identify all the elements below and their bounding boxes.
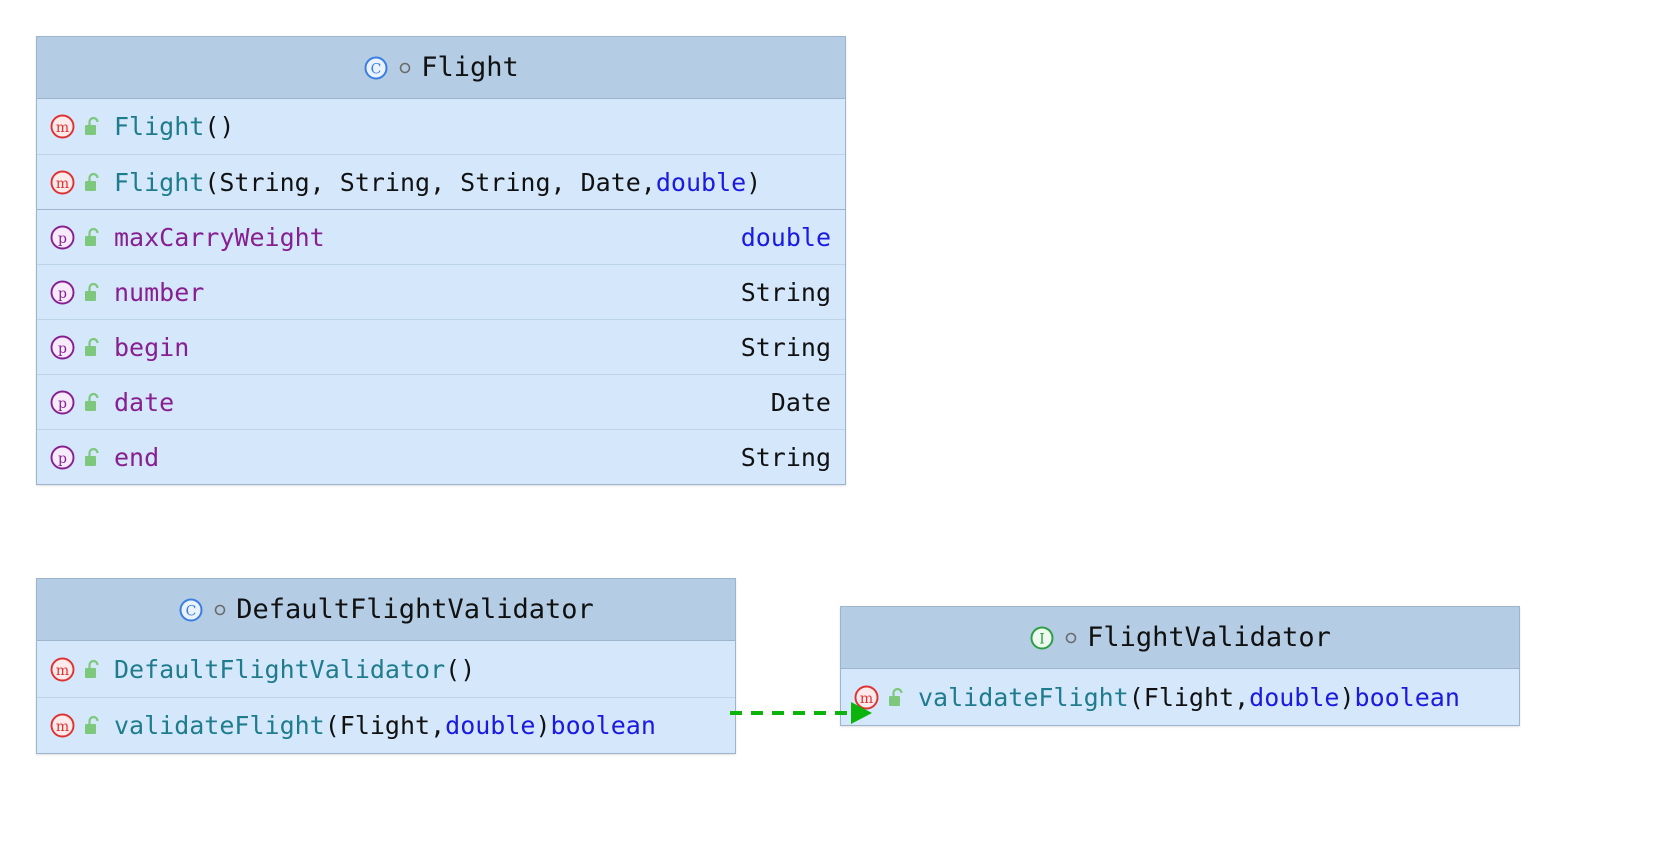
- svg-text:m: m: [56, 719, 69, 735]
- property-name: begin: [114, 332, 190, 362]
- property-name: number: [114, 277, 205, 307]
- svg-text:I: I: [1039, 631, 1045, 647]
- class-header-flight-validator: I FlightValidator: [841, 607, 1519, 669]
- class-name: Flight: [421, 52, 519, 83]
- unlocked-padlock-icon: [887, 687, 906, 708]
- unlocked-padlock-icon: [83, 392, 102, 413]
- method-name: validateFlight: [114, 711, 325, 740]
- svg-text:m: m: [860, 691, 873, 707]
- interface-icon: I: [1029, 625, 1055, 651]
- method-icon: m: [49, 169, 76, 196]
- unlocked-padlock-icon: [83, 282, 102, 303]
- method-return-type: boolean: [550, 711, 656, 740]
- svg-text:m: m: [56, 176, 69, 192]
- method-name: validateFlight: [918, 682, 1129, 712]
- method-params: (): [204, 112, 235, 141]
- circle-outline-icon: [398, 61, 412, 75]
- property-icon: p: [49, 444, 76, 471]
- property-row[interactable]: p begin String: [37, 319, 845, 374]
- method-params-head: (String, String, String, Date,: [204, 167, 656, 197]
- property-row[interactable]: p end String: [37, 429, 845, 484]
- svg-text:p: p: [58, 396, 67, 412]
- property-name: date: [114, 387, 175, 417]
- svg-text:m: m: [56, 120, 69, 136]
- unlocked-padlock-icon: [83, 337, 102, 358]
- circle-outline-icon: [1064, 631, 1078, 645]
- method-signature: validateFlight (Flight, double) boolean: [918, 683, 1460, 712]
- method-signature: DefaultFlightValidator (): [114, 655, 475, 684]
- method-icon: m: [853, 684, 880, 711]
- method-name: DefaultFlightValidator: [114, 654, 446, 684]
- method-param-keyword: double: [445, 711, 536, 740]
- methods-section-flight-validator: m validateFlight (Flight, double) boolea…: [841, 669, 1519, 725]
- svg-text:p: p: [58, 451, 67, 467]
- property-name: maxCarryWeight: [114, 222, 325, 252]
- svg-text:p: p: [58, 231, 67, 247]
- property-row[interactable]: p date Date: [37, 374, 845, 429]
- properties-section-flight: p maxCarryWeight double p: [37, 209, 845, 484]
- method-param-keyword: double: [655, 167, 747, 197]
- unlocked-padlock-icon: [83, 447, 102, 468]
- unlocked-padlock-icon: [83, 715, 102, 736]
- unlocked-padlock-icon: [83, 172, 102, 193]
- property-type: double: [740, 222, 831, 252]
- property-type: String: [740, 332, 831, 362]
- method-icon: m: [49, 113, 76, 140]
- property-icon: p: [49, 279, 76, 306]
- method-name: Flight: [114, 112, 205, 141]
- property-icon: p: [49, 224, 76, 251]
- class-header-flight: C Flight: [37, 37, 845, 99]
- method-params-tail: ): [1339, 682, 1355, 712]
- method-params-tail: ): [535, 711, 551, 740]
- method-params: (): [445, 654, 476, 684]
- method-row[interactable]: m Flight(): [37, 99, 845, 154]
- svg-text:m: m: [56, 663, 69, 679]
- svg-text:p: p: [58, 341, 67, 357]
- method-icon: m: [49, 656, 76, 683]
- property-row[interactable]: p number String: [37, 264, 845, 319]
- method-params-tail: ): [746, 167, 762, 197]
- class-name: DefaultFlightValidator: [236, 594, 594, 625]
- method-signature: Flight(String, String, String, Date, dou…: [114, 168, 761, 197]
- method-param-keyword: double: [1249, 682, 1340, 712]
- method-icon: m: [49, 712, 76, 739]
- method-signature: validateFlight (Flight, double) boolean: [114, 711, 656, 740]
- svg-text:p: p: [58, 286, 67, 302]
- uml-class-box-default-flight-validator[interactable]: C DefaultFlightValidator m: [36, 578, 736, 754]
- method-row[interactable]: m validateFlight (Flight, double) boolea…: [37, 697, 735, 753]
- unlocked-padlock-icon: [83, 116, 102, 137]
- property-row[interactable]: p maxCarryWeight double: [37, 209, 845, 264]
- circle-outline-icon: [213, 603, 227, 617]
- methods-section-flight: m Flight() m: [37, 99, 845, 209]
- class-header-default-flight-validator: C DefaultFlightValidator: [37, 579, 735, 641]
- method-params-head: (Flight,: [324, 711, 446, 740]
- uml-class-box-flight-validator[interactable]: I FlightValidator m: [840, 606, 1520, 726]
- method-name: Flight: [114, 167, 205, 197]
- property-name: end: [114, 442, 160, 472]
- unlocked-padlock-icon: [83, 659, 102, 680]
- method-signature: Flight(): [114, 112, 234, 141]
- class-icon: C: [363, 55, 389, 81]
- method-row[interactable]: m validateFlight (Flight, double) boolea…: [841, 669, 1519, 725]
- methods-section-default-flight-validator: m DefaultFlightValidator () m: [37, 641, 735, 753]
- property-type: Date: [770, 387, 831, 417]
- property-type: String: [740, 442, 831, 472]
- method-row[interactable]: m Flight(String, String, String, Date, d…: [37, 154, 845, 209]
- uml-class-box-flight[interactable]: C Flight m Flight: [36, 36, 846, 485]
- method-return-type: boolean: [1354, 682, 1460, 712]
- class-icon: C: [178, 597, 204, 623]
- svg-text:C: C: [371, 61, 382, 77]
- property-icon: p: [49, 334, 76, 361]
- class-name: FlightValidator: [1087, 622, 1331, 653]
- property-icon: p: [49, 389, 76, 416]
- unlocked-padlock-icon: [83, 227, 102, 248]
- svg-text:C: C: [186, 603, 197, 619]
- method-params-head: (Flight,: [1128, 682, 1250, 712]
- property-type: String: [740, 277, 831, 307]
- method-row[interactable]: m DefaultFlightValidator (): [37, 641, 735, 697]
